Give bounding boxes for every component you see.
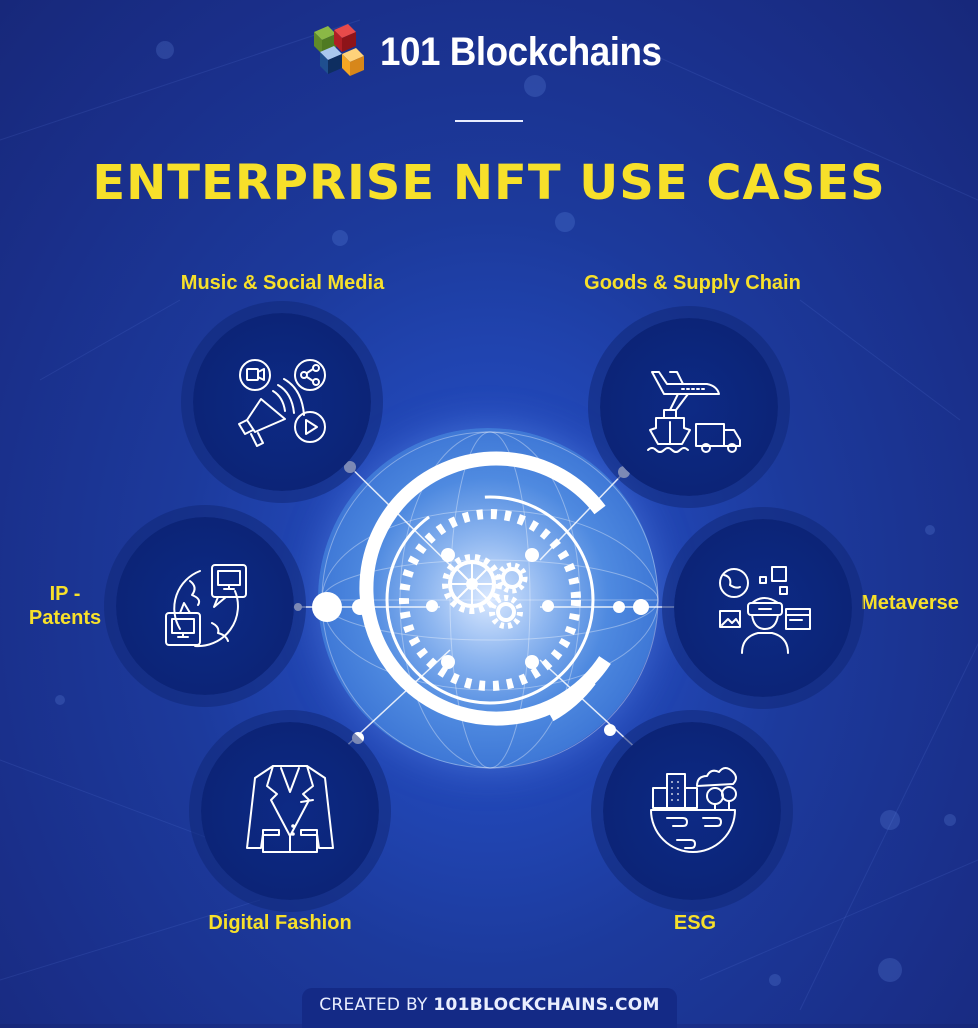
label-goods-supply-chain: Goods & Supply Chain (584, 272, 801, 294)
cubes-logo-icon (314, 24, 364, 76)
globe-chat-monitor-icon (165, 564, 247, 648)
footer-prefix: CREATED BY (319, 995, 434, 1015)
brand-name: 101 Blockchains (380, 29, 662, 74)
usecase-ip-patents (116, 517, 294, 695)
blazer-jacket-icon (246, 765, 334, 853)
usecase-metaverse (674, 519, 852, 697)
brand-logo: 101 Blockchains (310, 22, 686, 82)
label-music-social-media: Music & Social Media (180, 272, 385, 294)
vr-headset-person-icon (719, 566, 811, 654)
label-esg: ESG (673, 912, 717, 934)
page-title: ENTERPRISE NFT USE CASES (92, 155, 886, 211)
city-nature-earth-icon (650, 767, 737, 853)
label-ip-patents: IP - Patents (15, 582, 115, 630)
footer-site-link[interactable]: 101BLOCKCHAINS.COM (433, 995, 660, 1015)
megaphone-media-icon (238, 359, 326, 447)
label-digital-fashion: Digital Fashion (208, 912, 352, 934)
label-ip-line1: IP - (49, 583, 81, 605)
footer-credit: CREATED BY 101BLOCKCHAINS.COM (302, 988, 677, 1028)
usecase-digital-fashion (201, 722, 379, 900)
usecase-goods-supply-chain (600, 318, 778, 496)
plane-ship-truck-icon (647, 371, 741, 453)
usecase-esg (603, 722, 781, 900)
usecase-music-social-media (193, 313, 371, 491)
label-metaverse: Metaverse (861, 592, 959, 614)
title-divider (455, 120, 523, 122)
label-ip-line2: Patents (28, 607, 102, 629)
